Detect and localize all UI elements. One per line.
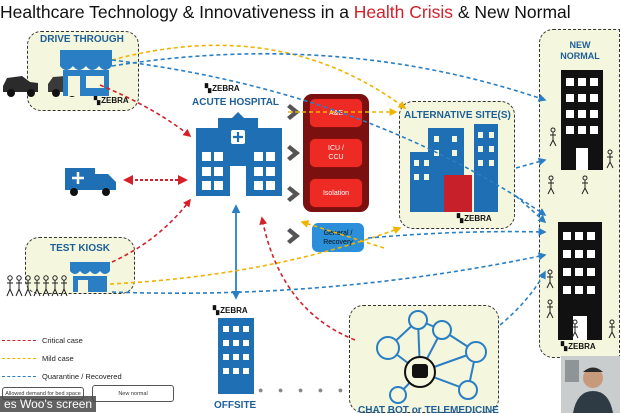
flow-quarantine: [111, 252, 547, 295]
flow-quarantine: [111, 53, 547, 102]
queue-people-icons: [6, 275, 68, 297]
flow-critical: [99, 84, 192, 137]
zebra-icon: ▚: [94, 96, 101, 105]
legend-box-new-normal: New normal: [92, 385, 174, 402]
presenter-icon: [561, 356, 620, 413]
zebra-icon: ▚: [457, 214, 464, 223]
test-kiosk-label: TEST KIOSK: [50, 243, 111, 254]
flow-quarantine: [515, 195, 547, 224]
flow-quarantine: [499, 270, 546, 326]
offsite-label: OFFSITE: [214, 400, 257, 411]
drive-through-label: DRIVE THROUGH: [40, 34, 124, 45]
legend-quarantine-line: [2, 376, 36, 377]
zebra-logo-drive-through: ▚ZEBRA: [94, 96, 129, 105]
zebra-logo-acute: ▚ZEBRA: [205, 84, 240, 93]
buildings-icon: [410, 124, 498, 212]
zebra-icon: ▚: [561, 342, 568, 351]
flow-quarantine: [367, 227, 547, 239]
flow-critical: [111, 198, 191, 263]
zebra-icon: ▚: [205, 84, 212, 93]
legend-mild-label: Mild case: [42, 354, 74, 363]
unit-ae: A&E: [309, 98, 363, 128]
acute-hospital-label: ACUTE HOSPITAL: [192, 97, 280, 108]
flow-mild: [300, 220, 385, 249]
offsite-hospital-icon: [218, 318, 254, 394]
legend-critical-line: [2, 340, 36, 341]
alternative-sites-label: ALTERNATIVE SITE(S): [404, 110, 511, 121]
new-normal-label: NEW NORMAL: [560, 40, 600, 61]
flow-critical: [259, 216, 356, 341]
apartment-building-icon: [558, 222, 602, 340]
unit-icu: ICU / CCU: [309, 138, 363, 168]
legend-critical-label: Critical case: [42, 336, 83, 345]
person-icons: [546, 127, 616, 339]
zebra-logo-new-normal: ▚ZEBRA: [561, 342, 596, 351]
flow-mild: [109, 226, 402, 285]
car-icon: [3, 76, 38, 97]
zebra-icon: ▚: [213, 306, 220, 315]
kiosk-icon: [70, 262, 110, 292]
zebra-logo-offsite: ▚ZEBRA: [213, 306, 248, 315]
webcam-thumbnail[interactable]: [561, 356, 620, 413]
hospital-icon: [196, 112, 282, 196]
flow-mild: [111, 44, 407, 109]
flow-quarantine: [111, 59, 547, 216]
legend-quarantine-label: Quarantine / Recovered: [42, 372, 122, 381]
shop-icon: [60, 50, 112, 96]
title-highlight: Health Crisis: [353, 2, 453, 22]
slide-title: Healthcare Technology & Innovativeness i…: [0, 2, 620, 23]
chat-bot-label: CHAT BOT or TELEMEDICINE: [358, 405, 499, 413]
unit-isolation: Isolation: [309, 178, 363, 208]
pagination-dots: ● ● ● ● ●: [258, 385, 350, 395]
screen-share-caption: es Woo's screen: [0, 396, 97, 412]
title-part-2: & New Normal: [453, 2, 571, 22]
ambulance-icon: [65, 168, 116, 196]
chevron-icons: [287, 104, 300, 244]
title-part-1: Healthcare Technology & Innovativeness i…: [0, 2, 354, 22]
network-icon: [376, 310, 487, 404]
zebra-logo-alternative: ▚ZEBRA: [457, 214, 492, 223]
legend-mild-line: [2, 358, 36, 359]
flow-quarantine: [515, 157, 547, 169]
unit-general-recovery: General / Recovery: [312, 223, 364, 252]
apartment-building-icon: [561, 70, 603, 170]
